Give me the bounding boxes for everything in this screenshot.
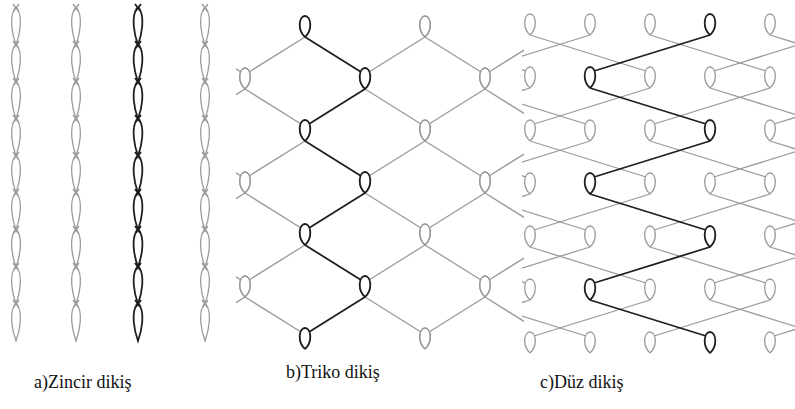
chain-loop: [72, 115, 81, 156]
chain-loop: [72, 263, 81, 304]
chain-loop: [12, 189, 21, 230]
chain-loop: [134, 41, 143, 82]
chain-loop: [12, 78, 21, 119]
chain-loop: [134, 189, 143, 230]
tricot-yarn: [480, 16, 524, 349]
chain-loop: [12, 115, 21, 156]
chain-loop: [134, 115, 143, 156]
chain-loop: [201, 4, 210, 45]
chain-loop: [201, 189, 210, 230]
chain-loop: [12, 152, 21, 193]
chain-loop: [72, 152, 81, 193]
chain-loop: [201, 226, 210, 267]
chain-loop: [134, 78, 143, 119]
chain-loop: [134, 226, 143, 267]
chain-loop: [72, 41, 81, 82]
chain-loop: [72, 300, 81, 341]
chain-loop: [134, 263, 143, 304]
chain-loop: [72, 189, 81, 230]
chain-loop: [201, 263, 210, 304]
chain-loop: [12, 41, 21, 82]
tricot-yarn: [240, 16, 311, 349]
chain-loop: [201, 78, 210, 119]
plain-yarn: [522, 14, 535, 353]
tricot-stitch-drawing: [236, 16, 524, 349]
chain-loop: [12, 300, 21, 341]
plain-yarn: [525, 14, 656, 353]
chain-loop: [134, 4, 143, 45]
chain-loop: [201, 300, 210, 341]
chain-loop: [12, 263, 21, 304]
stitch-caption: a)Zincir dikiş: [32, 372, 133, 394]
chain-loop: [201, 41, 210, 82]
chain-loop: [201, 115, 210, 156]
plain-yarn: [585, 14, 716, 353]
chain-loop: [12, 4, 21, 45]
plain-yarn: [645, 14, 776, 353]
stitch-caption: b)Triko dikiş: [284, 362, 382, 384]
plain-stitch-drawing: [522, 14, 795, 353]
plain-yarn: [765, 14, 795, 353]
chain-stitch-drawing: [12, 4, 210, 341]
chain-loop: [134, 300, 143, 341]
chain-loop: [72, 78, 81, 119]
plain-yarn: [705, 14, 795, 353]
chain-loop: [201, 152, 210, 193]
chain-loop: [12, 226, 21, 267]
chain-loop: [72, 4, 81, 45]
chain-loop: [134, 152, 143, 193]
tricot-yarn: [300, 16, 371, 349]
chain-loop: [72, 226, 81, 267]
stitch-caption: c)Düz dikiş: [538, 372, 625, 394]
